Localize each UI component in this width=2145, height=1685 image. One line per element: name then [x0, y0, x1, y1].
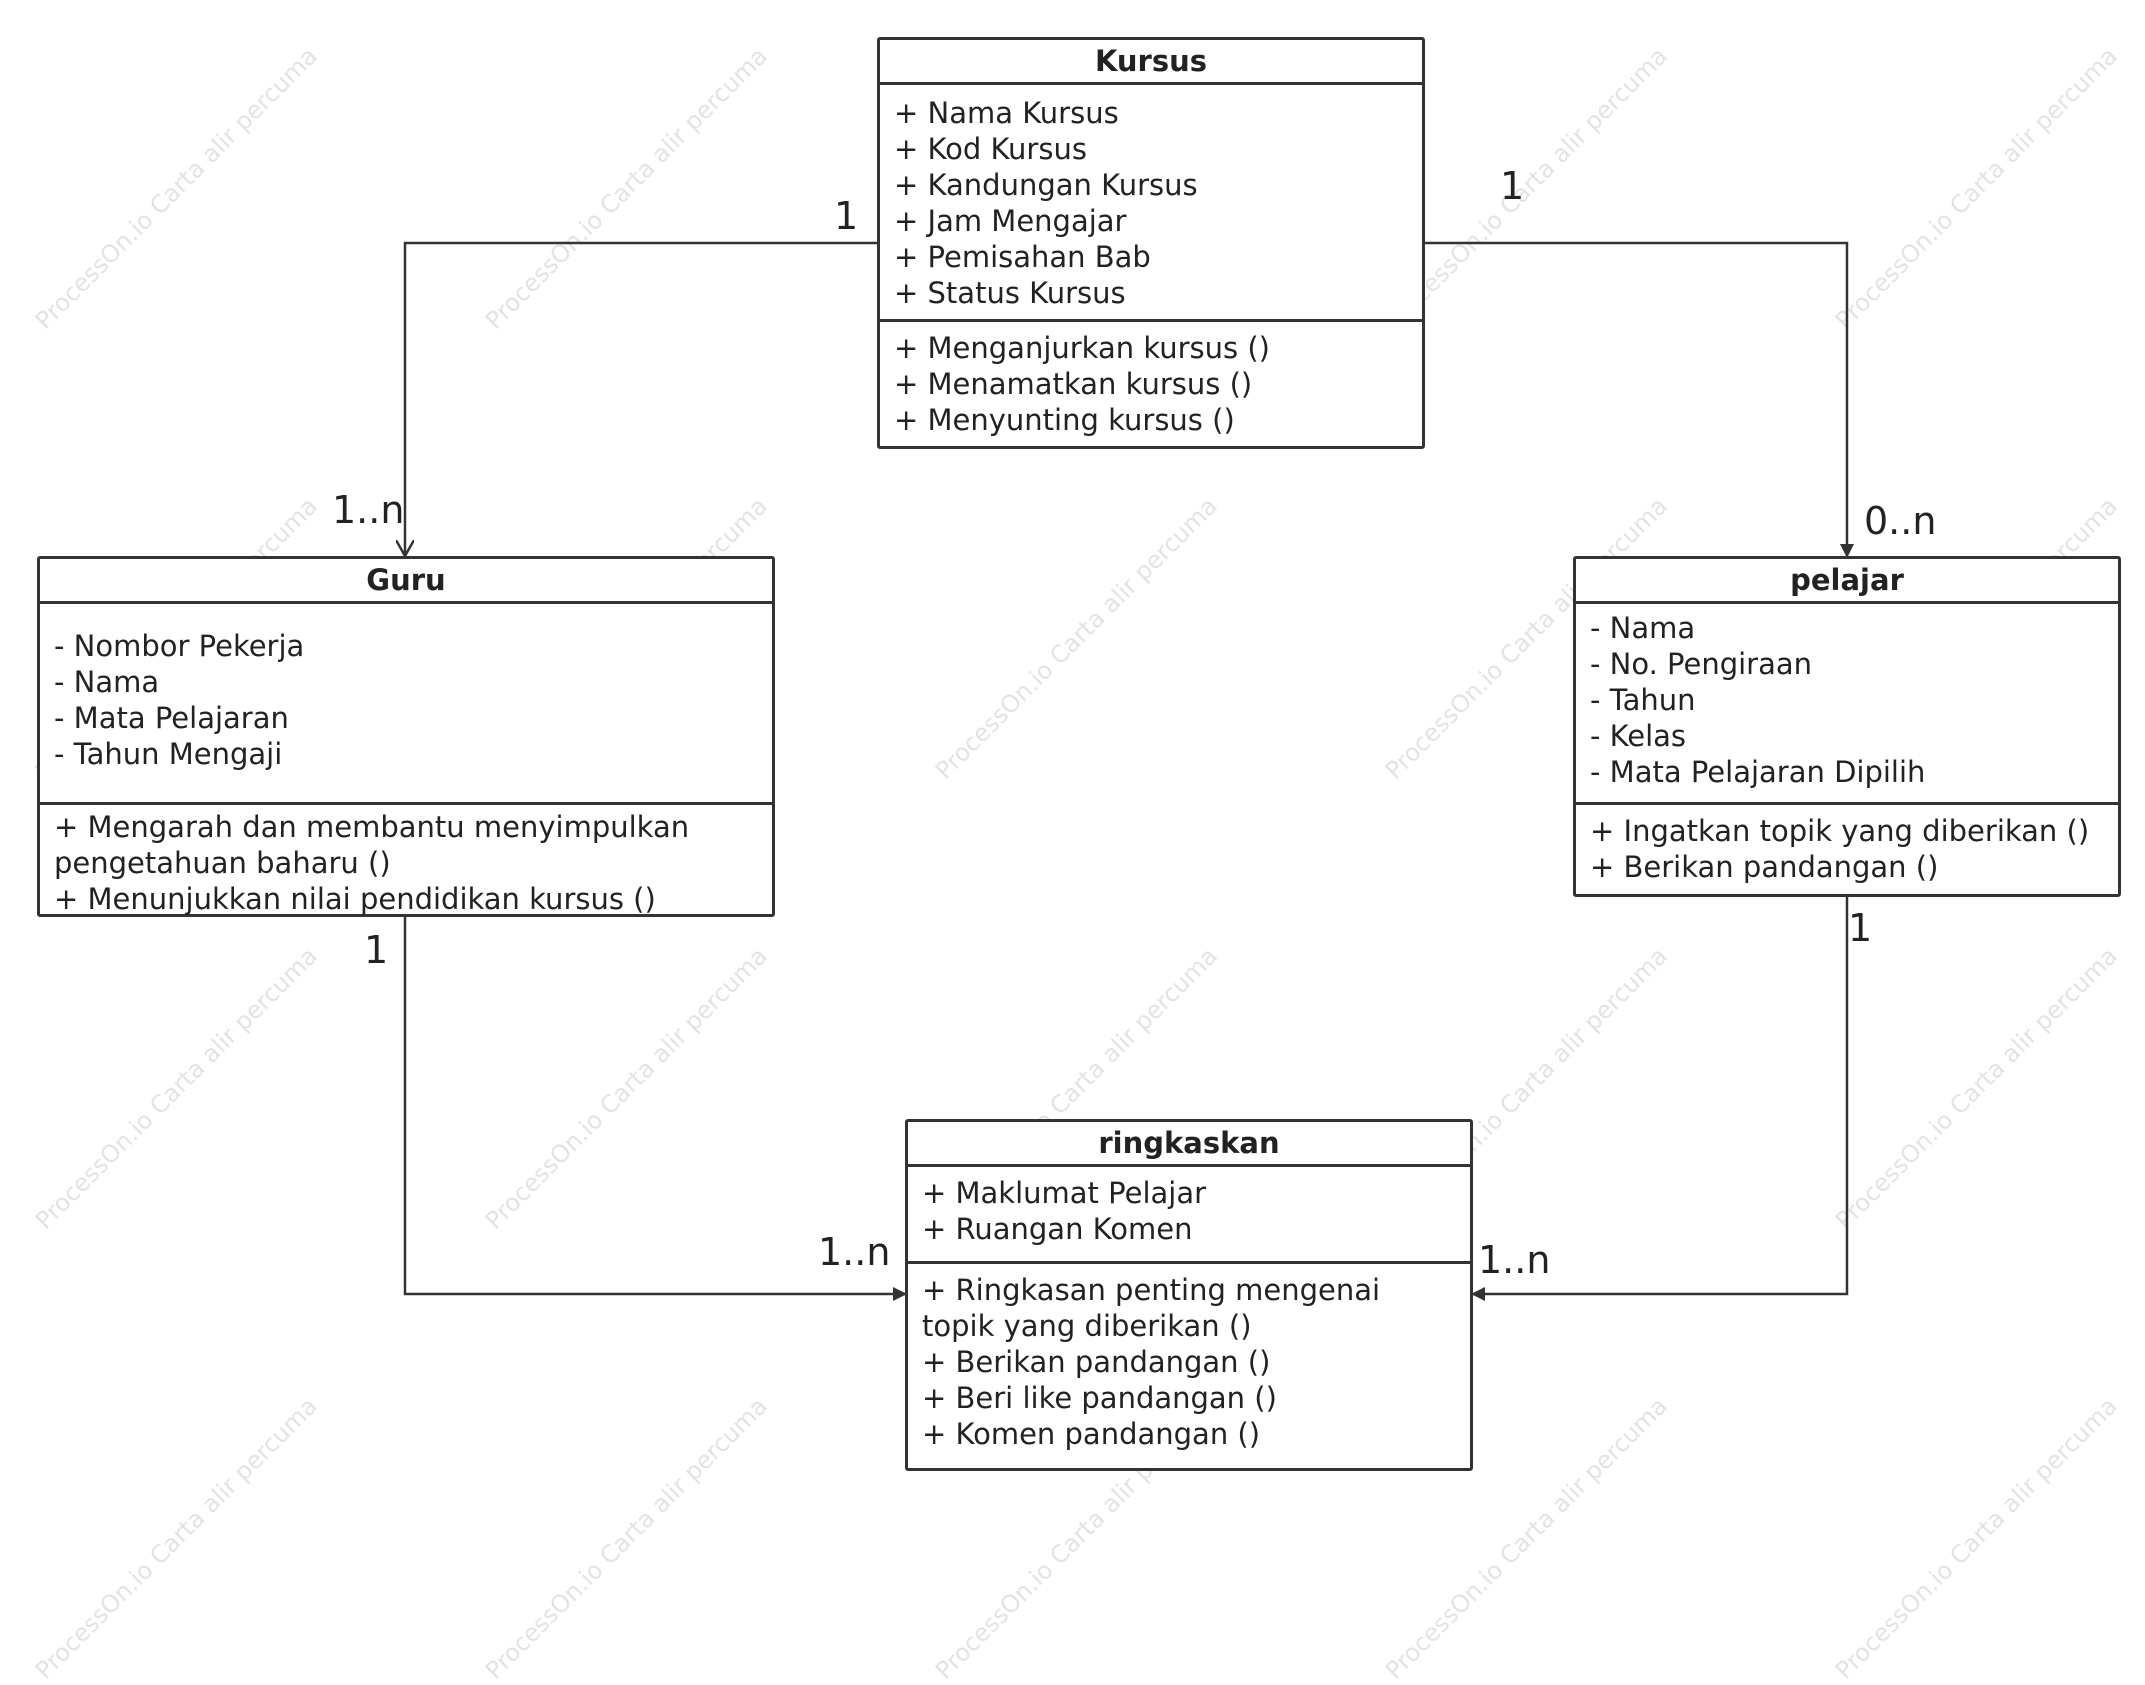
attribute: - Nama — [1590, 611, 1696, 645]
multiplicity-guru-ringkaskan-target: 1..n — [818, 1230, 891, 1274]
method: + Menganjurkan kursus () — [894, 331, 1270, 365]
method: + Menamatkan kursus () — [894, 367, 1253, 401]
attribute: - Nombor Pekerja — [54, 629, 305, 663]
attribute: - Nama — [54, 665, 160, 699]
attribute: + Kod Kursus — [894, 132, 1087, 166]
edge-guru-ringkaskan — [403, 917, 907, 1301]
method: + Mengarah dan membantu menyimpulkan pen… — [54, 810, 690, 880]
multiplicity-guru-ringkaskan-source: 1 — [364, 928, 389, 972]
multiplicity-kursus-guru-source: 1 — [834, 194, 859, 238]
edge-pelajar-ringkaskan — [1471, 897, 1849, 1301]
attribute: - Kelas — [1590, 719, 1687, 753]
class-pelajar-title: pelajar — [1576, 559, 2118, 604]
class-guru-attributes: - Nombor Pekerja - Nama - Mata Pelajaran… — [40, 604, 772, 805]
class-pelajar[interactable]: pelajar - Nama - No. Pengiraan - Tahun -… — [1573, 556, 2121, 897]
attribute: - Mata Pelajaran — [54, 701, 289, 735]
attribute: + Nama Kursus — [894, 96, 1119, 130]
multiplicity-kursus-pelajar-source: 1 — [1500, 164, 1525, 208]
class-kursus[interactable]: Kursus + Nama Kursus + Kod Kursus + Kand… — [877, 37, 1425, 449]
method: + Ingatkan topik yang diberikan () — [1590, 814, 2090, 848]
class-kursus-methods: + Menganjurkan kursus () + Menamatkan ku… — [880, 322, 1422, 438]
method: + Berikan pandangan () — [922, 1345, 1271, 1379]
class-guru-title: Guru — [40, 559, 772, 604]
method: + Berikan pandangan () — [1590, 850, 1939, 884]
multiplicity-kursus-pelajar-target: 0..n — [1864, 499, 1937, 543]
method: + Menunjukkan nilai pendidikan kursus () — [54, 882, 656, 916]
class-kursus-attributes: + Nama Kursus + Kod Kursus + Kandungan K… — [880, 85, 1422, 322]
class-guru[interactable]: Guru - Nombor Pekerja - Nama - Mata Pela… — [37, 556, 775, 917]
attribute: + Status Kursus — [894, 276, 1126, 310]
edge-kursus-pelajar — [1425, 241, 1854, 558]
attribute: - No. Pengiraan — [1590, 647, 1813, 681]
class-ringkaskan-methods: + Ringkasan penting mengenai topik yang … — [908, 1264, 1470, 1452]
class-guru-methods: + Mengarah dan membantu menyimpulkan pen… — [40, 805, 772, 917]
attribute: - Tahun Mengaji — [54, 737, 283, 771]
class-pelajar-attributes: - Nama - No. Pengiraan - Tahun - Kelas -… — [1576, 604, 2118, 805]
multiplicity-kursus-guru-target: 1..n — [332, 488, 405, 532]
attribute: + Ruangan Komen — [922, 1212, 1193, 1246]
class-pelajar-methods: + Ingatkan topik yang diberikan () + Ber… — [1576, 805, 2118, 885]
class-ringkaskan-title: ringkaskan — [908, 1122, 1470, 1167]
method: + Menyunting kursus () — [894, 403, 1235, 437]
association-lines — [0, 241, 1854, 1301]
attribute: + Kandungan Kursus — [894, 168, 1198, 202]
method: + Ringkasan penting mengenai topik yang … — [922, 1273, 1381, 1343]
multiplicity-pelajar-ringkaskan-target: 1..n — [1478, 1238, 1551, 1282]
class-ringkaskan[interactable]: ringkaskan + Maklumat Pelajar + Ruangan … — [905, 1119, 1473, 1471]
attribute: - Tahun — [1590, 683, 1696, 717]
multiplicity-pelajar-ringkaskan-source: 1 — [1848, 906, 1873, 950]
class-ringkaskan-attributes: + Maklumat Pelajar + Ruangan Komen — [908, 1167, 1470, 1264]
class-kursus-title: Kursus — [880, 40, 1422, 85]
attribute: + Jam Mengajar — [894, 204, 1127, 238]
edge-kursus-guru — [405, 241, 877, 556]
attribute: + Pemisahan Bab — [894, 240, 1151, 274]
attribute: - Mata Pelajaran Dipilih — [1590, 755, 1926, 789]
attribute: + Maklumat Pelajar — [922, 1176, 1207, 1210]
method: + Beri like pandangan () — [922, 1381, 1277, 1415]
method: + Komen pandangan () — [922, 1417, 1261, 1451]
